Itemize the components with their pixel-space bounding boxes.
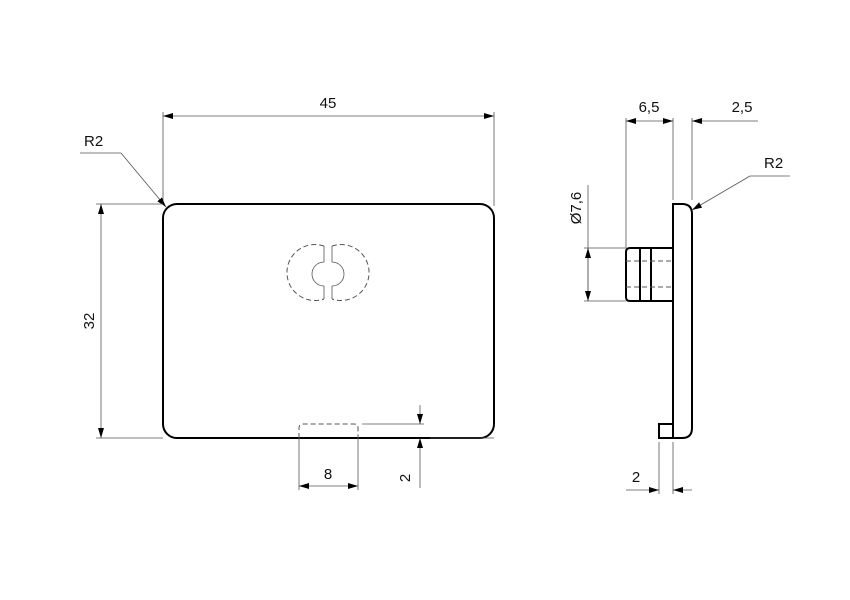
plate-outline [162,203,495,439]
dim-lip-label: 2 [632,469,640,486]
side-plate-outline [658,203,693,439]
side-view: 6,5 2,5 R2 Ø7,6 2 [568,99,790,494]
dim-height-label: 32 [81,313,98,330]
side-radius-label: R2 [764,155,783,172]
dim-slot-depth: 2 [362,405,494,488]
dim-width-label: 45 [320,95,337,112]
dim-boss-diameter-label: Ø7,6 [568,192,585,225]
dim-plate-thickness: 2,5 [692,99,758,124]
dim-lip: 2 [626,442,692,494]
corner-radius-label: R2 [84,133,103,150]
dim-slot-width-label: 8 [324,466,332,483]
dim-width: 45 [162,95,495,206]
dim-boss-length: 6,5 [625,99,693,248]
dim-boss-length-label: 6,5 [639,99,660,116]
bottom-slot [298,423,359,438]
dim-height: 32 [81,203,163,439]
dim-boss-diameter: Ø7,6 [568,185,626,302]
dim-slot-width: 8 [298,438,359,490]
dim-side-radius: R2 [691,155,790,211]
dim-corner-radius: R2 [80,133,167,208]
front-view: 45 R2 32 8 2 [80,95,495,490]
dim-slot-depth-label: 2 [397,474,414,482]
center-hole [286,244,370,301]
side-boss [625,247,673,302]
dim-plate-thickness-label: 2,5 [732,99,753,116]
